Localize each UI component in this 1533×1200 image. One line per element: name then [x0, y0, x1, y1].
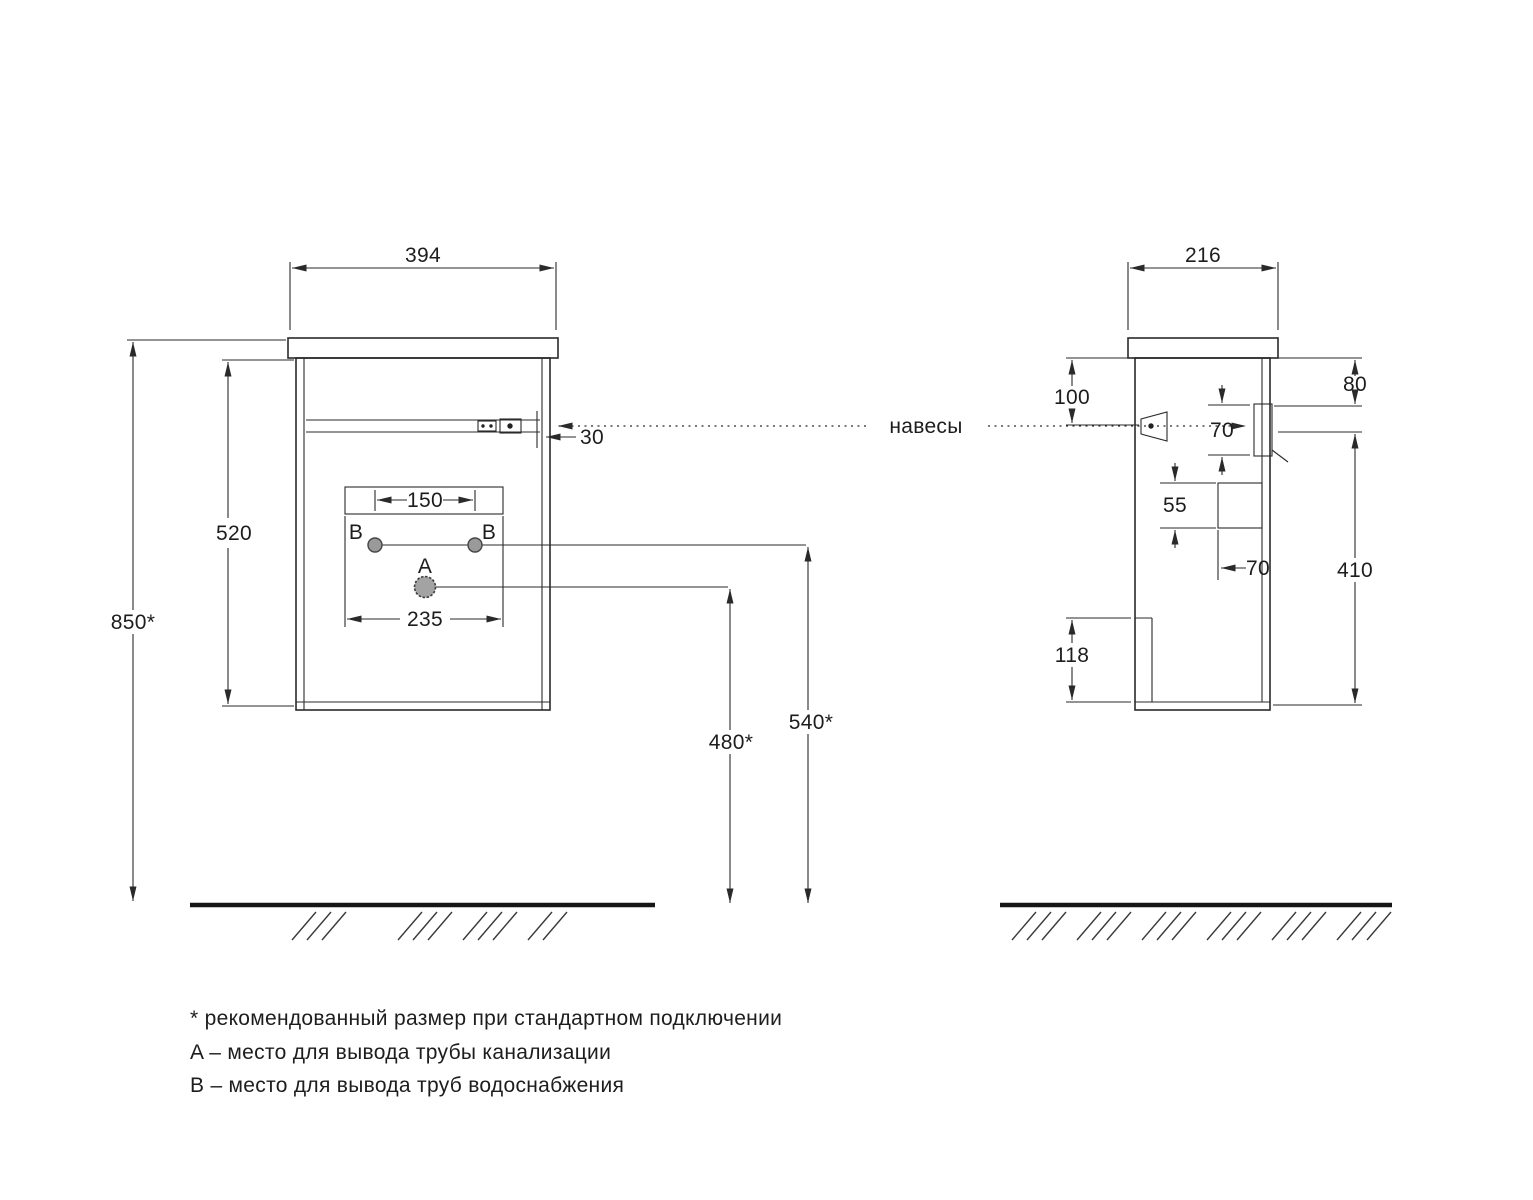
hanger-offset-label: 30: [580, 426, 604, 449]
dim-recess-height: 118: [1055, 617, 1131, 703]
rail-from-top-label: 80: [1343, 373, 1367, 396]
front-countertop: [287, 337, 559, 359]
dim-supply-height: 540*: [789, 547, 833, 903]
drain-point: [413, 575, 437, 599]
water-supply-point-right: [467, 537, 483, 553]
depth-label: 216: [1185, 244, 1221, 267]
legend-note-asterisk: * рекомендованный размер при стандартном…: [190, 1007, 782, 1030]
hanger-bracket-left: [477, 420, 497, 432]
point-a-label: A: [418, 555, 432, 578]
supply-spacing-label: 150: [407, 489, 443, 512]
floor-hatching-left: [291, 911, 568, 941]
side-view: 100 80 70 55 70: [1054, 244, 1373, 711]
legend: * рекомендованный размер при стандартном…: [190, 1007, 782, 1097]
total-height-label: 850*: [111, 611, 155, 634]
dim-drain-box-width: 235: [344, 516, 504, 631]
legend-note-a: A – место для вывода трубы канализации: [190, 1041, 611, 1064]
dim-rail-height: 70: [1208, 385, 1250, 475]
dim-drawer-depth: 70: [1217, 530, 1270, 580]
dim-carcass-height: 520: [216, 359, 294, 707]
water-supply-point-left: [367, 537, 383, 553]
side-countertop: [1127, 337, 1279, 359]
dim-drawer-height: 55: [1160, 463, 1216, 548]
hanger-from-top-label: 100: [1054, 386, 1090, 409]
inner-height-label: 410: [1337, 559, 1373, 582]
dim-depth: 216: [1127, 244, 1279, 330]
floor-hatching-right: [1011, 911, 1392, 941]
drain-height-label: 480*: [709, 731, 753, 754]
front-cabinet-body: [295, 357, 551, 711]
dim-rail-from-top: 80: [1273, 357, 1367, 407]
dim-total-height: 850*: [111, 339, 286, 901]
recess-height-label: 118: [1055, 644, 1089, 667]
drain-box: [344, 486, 504, 515]
legend-note-b: B – место для вывода труб водоснабжения: [190, 1074, 624, 1097]
dim-drain-height: 480*: [709, 589, 753, 903]
dim-supply-spacing: 150: [374, 489, 476, 512]
point-b-right-label: B: [482, 521, 496, 544]
hangers-label: навесы: [889, 415, 962, 438]
dim-front-width: 394: [289, 244, 557, 330]
dim-hanger-from-top: 100: [1054, 357, 1139, 426]
hanger-bracket-right: [499, 418, 522, 434]
rail-height-label: 70: [1210, 419, 1234, 442]
front-hanger-rail: [306, 411, 540, 448]
dim-hanger-offset: 30: [546, 426, 604, 449]
drawer-height-label: 55: [1163, 494, 1187, 517]
front-view: 394 520 850* 30 150: [111, 244, 833, 903]
side-hanger-bracket: [1140, 411, 1168, 442]
dim-inner-height: 410: [1273, 431, 1373, 706]
hangers-callout: навесы: [558, 415, 1246, 438]
supply-height-label: 540*: [789, 711, 833, 734]
drawer-depth-label: 70: [1246, 557, 1270, 580]
point-b-left-label: B: [349, 521, 363, 544]
drain-box-width-label: 235: [407, 608, 443, 631]
front-width-label: 394: [405, 244, 441, 267]
carcass-height-label: 520: [216, 522, 252, 545]
side-drawer-box: [1217, 482, 1263, 529]
side-cabinet-body: [1134, 357, 1271, 711]
side-hanging-rail: [1253, 403, 1273, 457]
floor: [190, 902, 1392, 941]
